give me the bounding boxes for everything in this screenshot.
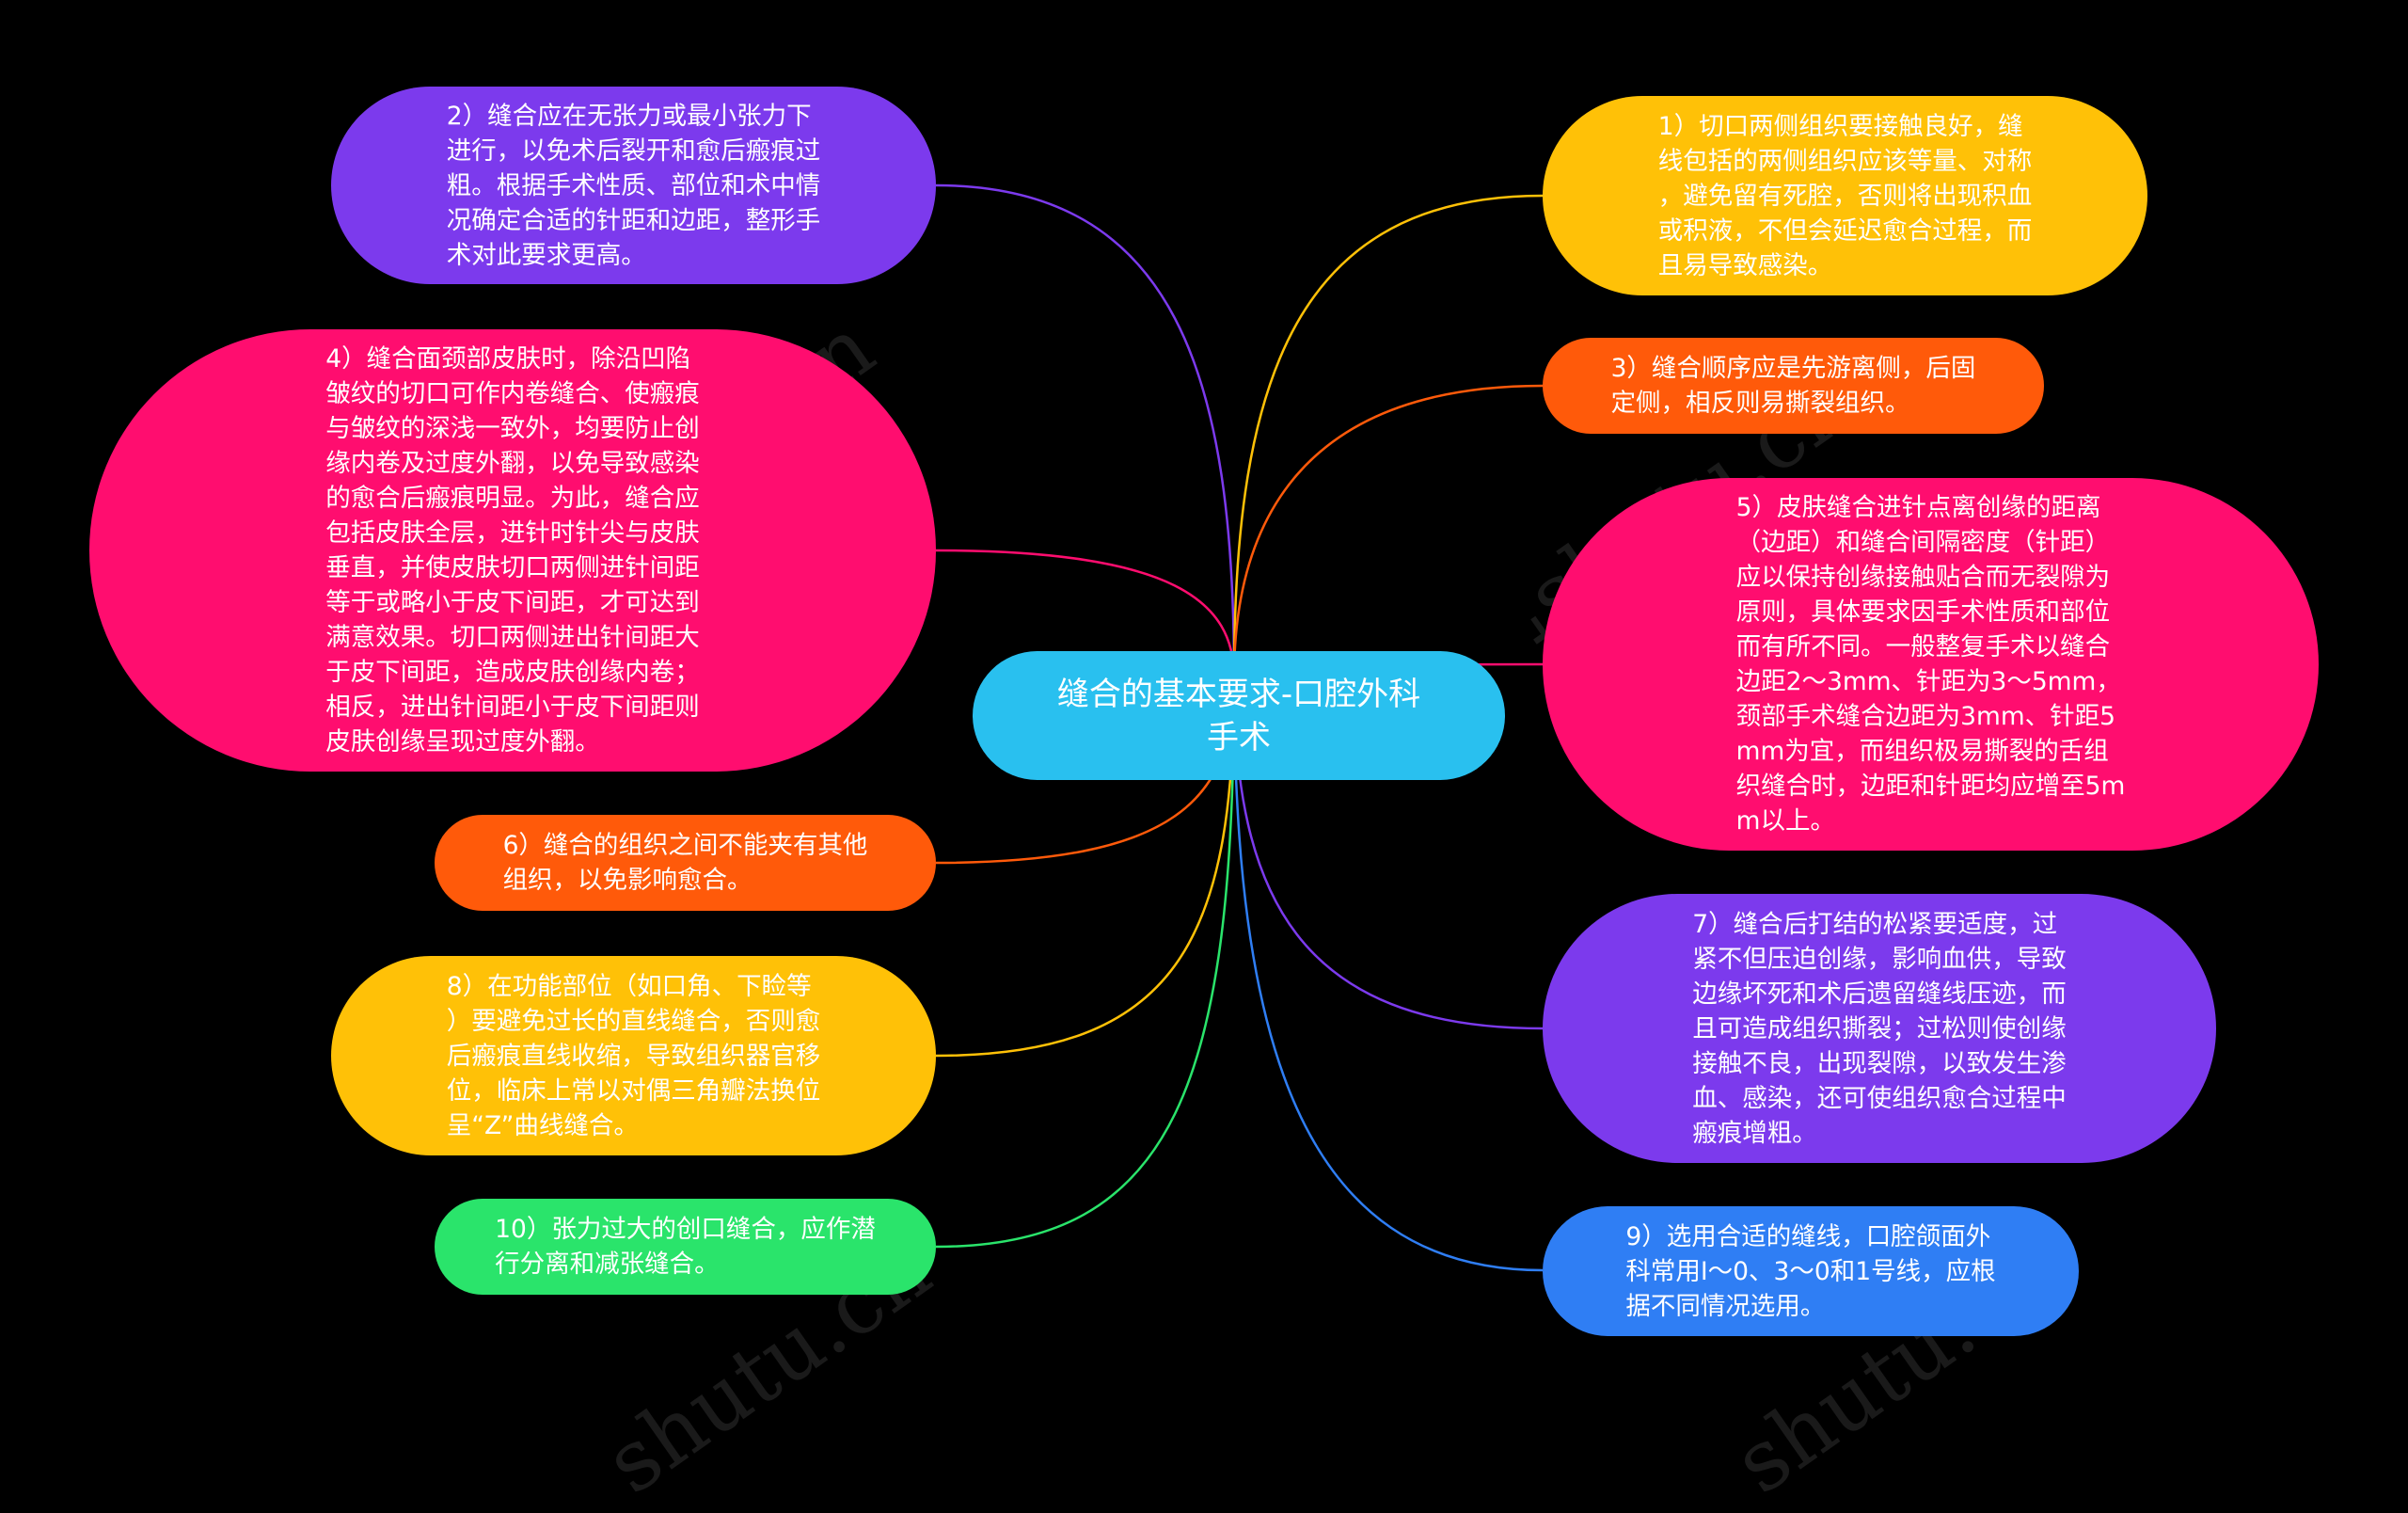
branch-node-label: 7）缝合后打结的松紧要适度，过 紧不但压迫创缘，影响血供，导致 边缘坏死和术后遗… (1692, 909, 2067, 1148)
branch-node-2[interactable]: 2）缝合应在无张力或最小张力下 进行，以免术后裂开和愈后瘢痕过 粗。根据手术性质… (331, 87, 936, 284)
branch-node-5[interactable]: 5）皮肤缝合进针点离创缘的距离 （边距）和缝合间隔密度（针距） 应以保持创缘接触… (1543, 478, 2319, 851)
connector-b10 (935, 677, 1236, 1249)
connector-b3 (1232, 384, 1544, 678)
connector-b2 (935, 183, 1236, 678)
branch-node-4[interactable]: 4）缝合面颈部皮肤时，除沿凹陷 皱纹的切口可作内卷缝合、使瘢痕 与皱纹的深浅一致… (89, 329, 936, 772)
branch-node-label: 4）缝合面颈部皮肤时，除沿凹陷 皱纹的切口可作内卷缝合、使瘢痕 与皱纹的深浅一致… (325, 344, 700, 756)
branch-node-8[interactable]: 8）在功能部位（如口角、下睑等 ）要避免过长的直线缝合，否则愈 后瘢痕直线收缩，… (331, 956, 936, 1155)
branch-node-label: 5）皮肤缝合进针点离创缘的距离 （边距）和缝合间隔密度（针距） 应以保持创缘接触… (1735, 493, 2126, 836)
connector-b4 (935, 549, 1236, 678)
branch-node-label: 1）切口两侧组织要接触良好，缝 线包括的两侧组织应该等量、对称 ，避免留有死腔，… (1657, 111, 2033, 280)
branch-node-6[interactable]: 6）缝合的组织之间不能夹有其他 组织，以免影响愈合。 (435, 815, 936, 911)
connector-b1 (1232, 194, 1544, 678)
center-topic[interactable]: 缝合的基本要求-口腔外科 手术 (973, 651, 1505, 780)
branch-node-label: 10）张力过大的创口缝合，应作潜 行分离和减张缝合。 (495, 1215, 876, 1279)
branch-node-label: 8）在功能部位（如口角、下睑等 ）要避免过长的直线缝合，否则愈 后瘢痕直线收缩，… (446, 971, 821, 1140)
branch-node-label: 9）选用合适的缝线，口腔颌面外 科常用Ⅰ～0、3～0和1号线，应根 据不同情况选… (1625, 1221, 1996, 1321)
branch-node-label: 3）缝合顺序应是先游离侧，后固 定侧，相反则易撕裂组织。 (1610, 354, 1976, 418)
branch-node-label: 6）缝合的组织之间不能夹有其他 组织，以免影响愈合。 (502, 831, 868, 895)
branch-node-10[interactable]: 10）张力过大的创口缝合，应作潜 行分离和减张缝合。 (435, 1199, 936, 1295)
center-topic-label: 缝合的基本要求-口腔外科 手术 (1056, 675, 1421, 756)
branch-node-label: 2）缝合应在无张力或最小张力下 进行，以免术后裂开和愈后瘢痕过 粗。根据手术性质… (446, 101, 821, 270)
branch-node-3[interactable]: 3）缝合顺序应是先游离侧，后固 定侧，相反则易撕裂组织。 (1543, 338, 2044, 434)
connector-b9 (1232, 677, 1544, 1272)
branch-node-1[interactable]: 1）切口两侧组织要接触良好，缝 线包括的两侧组织应该等量、对称 ，避免留有死腔，… (1543, 96, 2147, 295)
branch-node-7[interactable]: 7）缝合后打结的松紧要适度，过 紧不但压迫创缘，影响血供，导致 边缘坏死和术后遗… (1543, 894, 2216, 1163)
branch-node-9[interactable]: 9）选用合适的缝线，口腔颌面外 科常用Ⅰ～0、3～0和1号线，应根 据不同情况选… (1543, 1206, 2079, 1336)
